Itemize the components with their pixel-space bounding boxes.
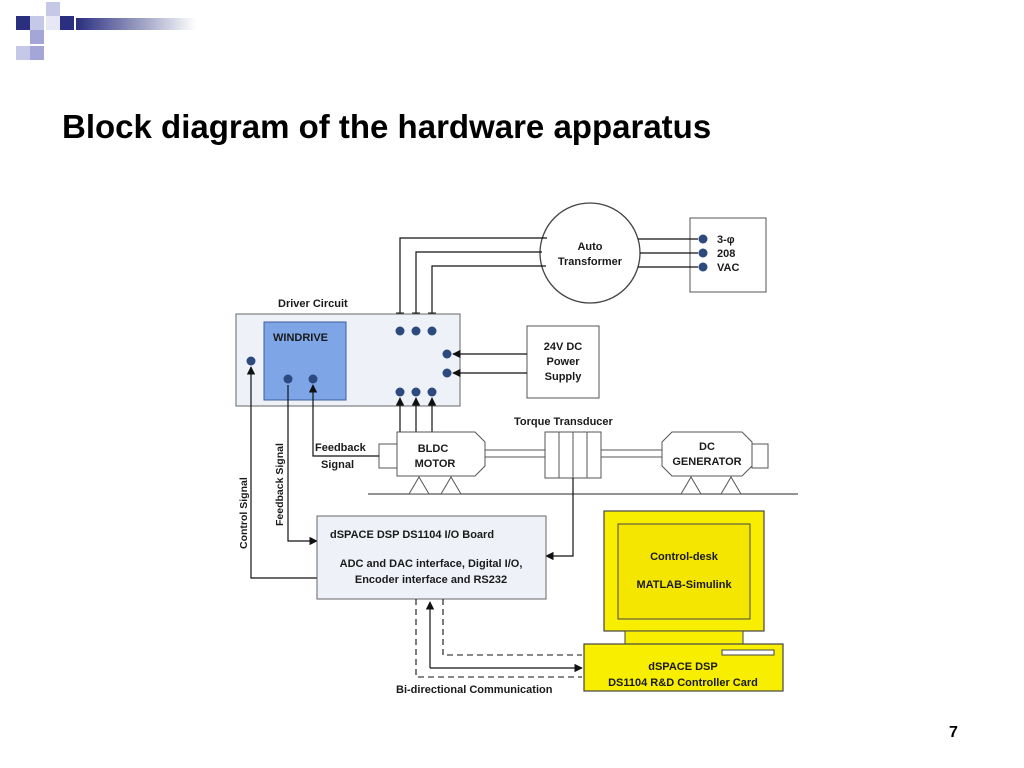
computer-line1: Control-desk — [650, 551, 719, 563]
motor-line1: BLDC — [418, 443, 449, 455]
bidirectional-communication-lines — [415, 599, 583, 678]
supply-line3: VAC — [717, 262, 739, 274]
auto-transformer-line2: Transformer — [558, 256, 623, 268]
generator-line1: DC — [699, 441, 715, 453]
motor-line2: MOTOR — [415, 458, 456, 470]
feedback-signal-vertical-label: Feedback Signal — [274, 443, 286, 526]
io-board-line2: Encoder interface and RS232 — [355, 574, 507, 586]
io-board-line1: ADC and DAC interface, Digital I/O, — [340, 558, 523, 570]
windrive-label: WINDRIVE — [273, 332, 328, 344]
power-to-driver-arrows — [452, 349, 527, 378]
page-number: 7 — [949, 724, 958, 741]
auto-transformer-line1: Auto — [577, 241, 602, 253]
slide-title: Block diagram of the hardware apparatus — [62, 108, 712, 145]
power-supply-box: 24V DC Power Supply — [526, 325, 600, 399]
io-board-title: dSPACE DSP DS1104 I/O Board — [330, 529, 494, 541]
supply-line2: 208 — [717, 248, 735, 260]
bldc-motor: BLDC MOTOR — [378, 431, 486, 495]
generator-line2: GENERATOR — [672, 456, 741, 468]
computer-line2: MATLAB-Simulink — [636, 579, 732, 591]
supply-line1: 3-φ — [717, 234, 735, 246]
controller-card-line2: DS1104 R&D Controller Card — [608, 677, 758, 689]
driver-circuit-label: Driver Circuit — [278, 298, 348, 310]
corner-logo — [16, 2, 196, 60]
io-board: dSPACE DSP DS1104 I/O Board ADC and DAC … — [316, 515, 547, 600]
computer: Control-desk MATLAB-Simulink dSPACE DSP … — [583, 510, 784, 692]
motor-to-driver-arrows — [395, 397, 437, 432]
supply-box: 3-φ 208 VAC — [689, 217, 767, 293]
signal-lines — [246, 366, 574, 579]
supply-to-transformer-lines — [638, 238, 698, 268]
controller-card-line1: dSPACE DSP — [648, 661, 717, 673]
bidirectional-label: Bi-directional Communication — [396, 684, 553, 696]
feedback-label-line2: Signal — [321, 459, 354, 471]
driver-circuit-box: WINDRIVE — [235, 313, 461, 407]
torque-transducer-label: Torque Transducer — [514, 416, 614, 428]
transformer-to-driver-arrows — [395, 237, 547, 321]
dc-generator: DC GENERATOR — [661, 431, 769, 495]
torque-transducer — [544, 431, 602, 479]
auto-transformer: Auto Transformer — [539, 202, 641, 304]
power-supply-line3: Supply — [545, 371, 583, 383]
feedback-label-line1: Feedback — [315, 442, 367, 454]
control-signal-vertical-label: Control Signal — [238, 477, 250, 549]
power-supply-line2: Power — [546, 356, 580, 368]
power-supply-line1: 24V DC — [544, 341, 583, 353]
